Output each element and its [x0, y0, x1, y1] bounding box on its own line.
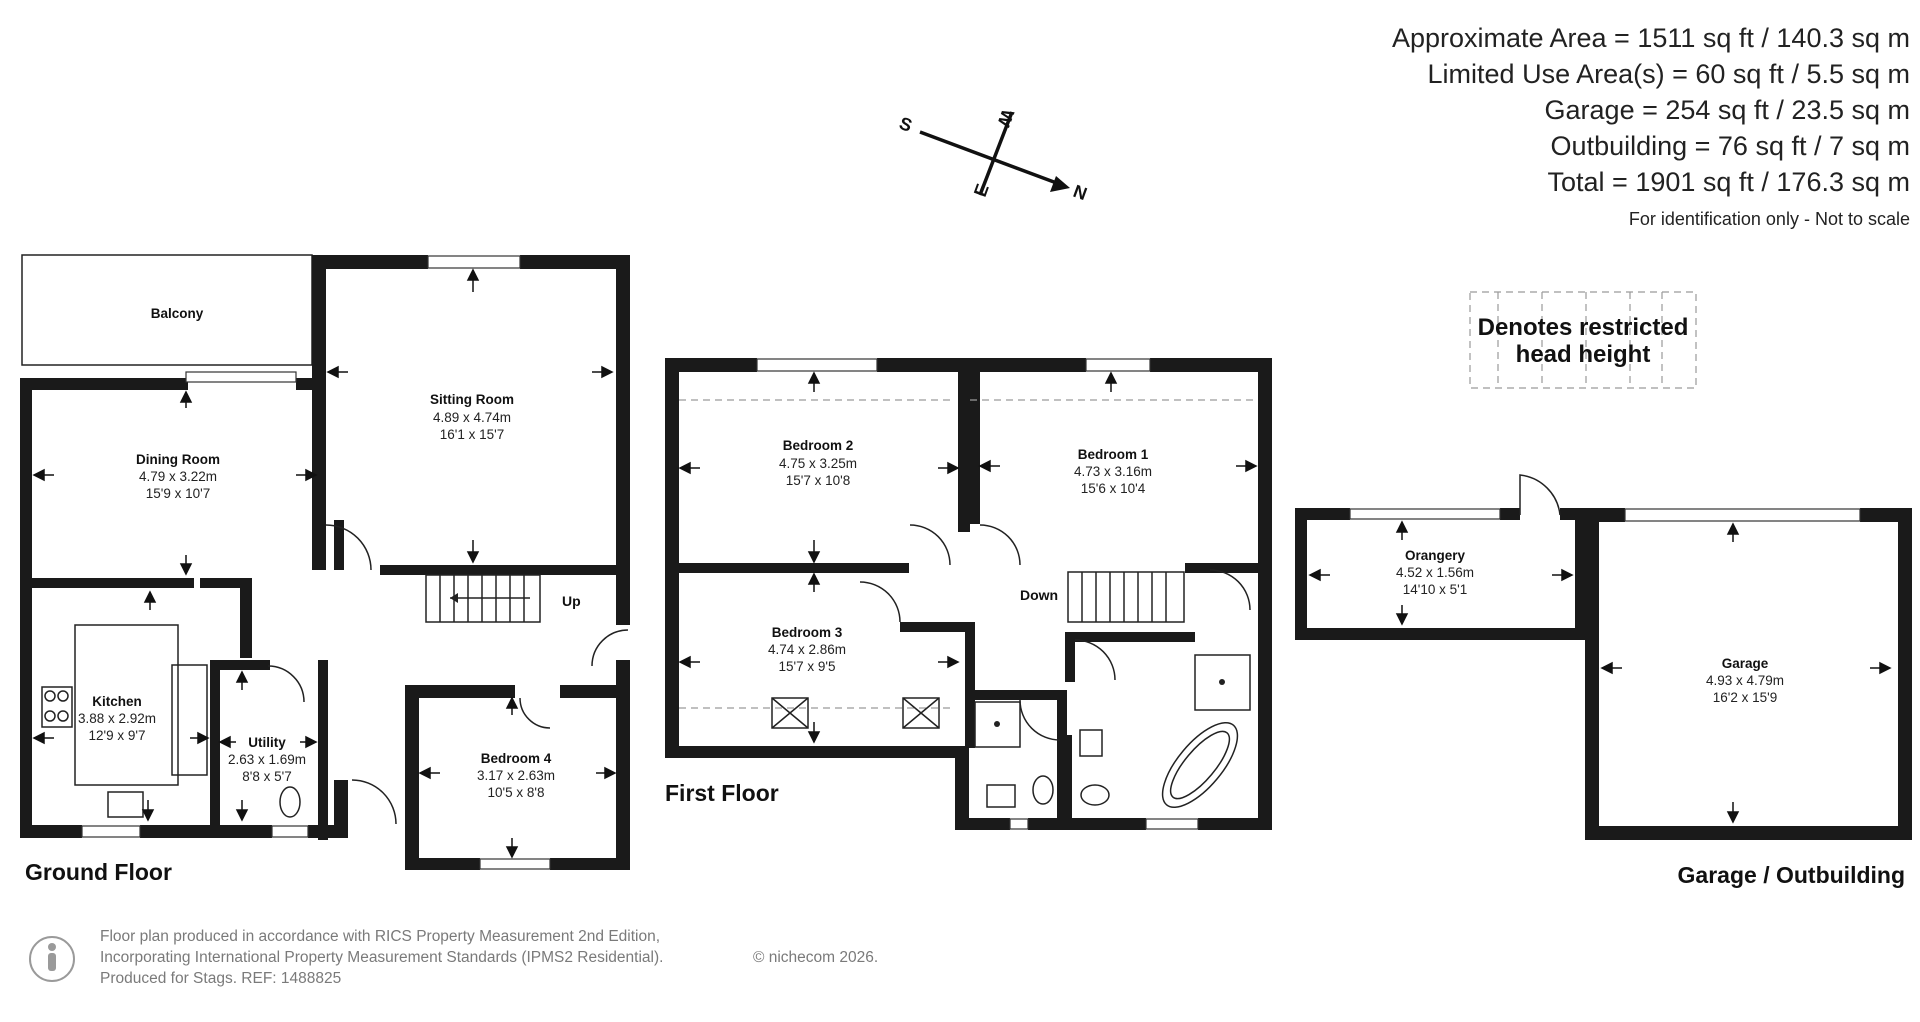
utility-toilet-icon	[279, 786, 301, 818]
garage-name: Garage	[1722, 656, 1769, 671]
kitchen-metric: 3.88 x 2.92m	[78, 711, 156, 726]
first-floor-label: First Floor	[665, 780, 779, 806]
limited-use-area: Limited Use Area(s) = 60 sq ft / 5.5 sq …	[1428, 59, 1910, 89]
shower-icon	[1194, 654, 1251, 711]
sitting-room-metric: 4.89 x 4.74m	[433, 410, 511, 425]
toilet-icon	[1080, 784, 1110, 806]
kitchen-imperial: 12'9 x 9'7	[89, 728, 146, 743]
legend-line-1: Denotes restricted	[1478, 314, 1689, 341]
compass-e: E	[970, 181, 993, 199]
compass-w: W	[993, 107, 1018, 130]
utility-metric: 2.63 x 1.69m	[228, 752, 306, 767]
stairs-down-label: Down	[1020, 587, 1058, 603]
hob-icon	[41, 686, 73, 728]
dining-room-metric: 4.79 x 3.22m	[139, 469, 217, 484]
skylight-icon	[771, 697, 809, 729]
bedroom4-metric: 3.17 x 2.63m	[477, 768, 555, 783]
bedroom1-imperial: 15'6 x 10'4	[1081, 481, 1146, 496]
outbuilding-plan: Orangery 4.52 x 1.56m 14'10 x 5'1 Garage…	[1295, 474, 1912, 888]
garage-area: Garage = 254 sq ft / 23.5 sq m	[1545, 95, 1910, 125]
garage-metric: 4.93 x 4.79m	[1706, 673, 1784, 688]
bedroom4-name: Bedroom 4	[481, 751, 552, 766]
bedroom2-name: Bedroom 2	[783, 438, 854, 453]
bedroom1-metric: 4.73 x 3.16m	[1074, 464, 1152, 479]
balcony-label: Balcony	[151, 306, 204, 321]
bedroom1-name: Bedroom 1	[1078, 447, 1149, 462]
garage-outbuilding-label: Garage / Outbuilding	[1678, 862, 1905, 888]
orangery-imperial: 14'10 x 5'1	[1403, 582, 1467, 597]
sink-icon	[107, 791, 144, 818]
bedroom3-metric: 4.74 x 2.86m	[768, 642, 846, 657]
garage-imperial: 16'2 x 15'9	[1713, 690, 1777, 705]
utility-name: Utility	[248, 735, 286, 750]
measurement-arrows	[32, 268, 1892, 859]
legend-line-2: head height	[1516, 341, 1651, 368]
compass-icon: S W E N	[897, 107, 1090, 205]
outbuilding-area: Outbuilding = 76 sq ft / 7 sq m	[1551, 131, 1910, 161]
ensuite-shower-icon	[974, 701, 1021, 748]
ground-stairs	[425, 574, 541, 623]
utility-imperial: 8'8 x 5'7	[242, 769, 291, 784]
scale-note: For identification only - Not to scale	[1629, 209, 1910, 229]
dining-window	[185, 371, 297, 383]
skylight-icon	[902, 697, 940, 729]
footer-line-3: Produced for Stags. REF: 1488825	[100, 970, 341, 987]
footer-line-2: Incorporating International Property Mea…	[100, 949, 663, 966]
person-icon	[29, 936, 75, 982]
ground-floor-plan: Up Balcony Sitting Room 4.89 x 4.74m 16'…	[20, 254, 630, 885]
footer: Floor plan produced in accordance with R…	[29, 928, 878, 987]
total-area: Total = 1901 sq ft / 176.3 sq m	[1548, 167, 1910, 197]
footer-copyright: © nichecom 2026.	[753, 949, 878, 966]
basin-icon	[1079, 729, 1103, 757]
bedroom3-name: Bedroom 3	[772, 625, 843, 640]
sitting-room-name: Sitting Room	[430, 392, 514, 407]
first-floor-plan: Down Bedroom 2 4.75 x 3.25m 15'7 x 10'8 …	[665, 358, 1272, 830]
orangery-metric: 4.52 x 1.56m	[1396, 565, 1474, 580]
bedroom2-imperial: 15'7 x 10'8	[786, 473, 850, 488]
dining-room-imperial: 15'9 x 10'7	[146, 486, 210, 501]
bedroom4-imperial: 10'5 x 8'8	[488, 785, 545, 800]
area-summary: Approximate Area = 1511 sq ft / 140.3 sq…	[1392, 23, 1910, 229]
compass-n: N	[1071, 181, 1090, 204]
compass-s: S	[897, 113, 915, 136]
orangery-name: Orangery	[1405, 548, 1466, 563]
bedroom2-metric: 4.75 x 3.25m	[779, 456, 857, 471]
approximate-area: Approximate Area = 1511 sq ft / 140.3 sq…	[1392, 23, 1910, 53]
bedroom3-imperial: 15'7 x 9'5	[779, 659, 836, 674]
stairs-up-label: Up	[562, 593, 581, 609]
ground-floor-label: Ground Floor	[25, 859, 172, 885]
restricted-height-legend: Denotes restricted head height	[1469, 291, 1697, 389]
sitting-room-imperial: 16'1 x 15'7	[440, 427, 504, 442]
first-floor-stairs	[1067, 571, 1185, 623]
kitchen-name: Kitchen	[92, 694, 142, 709]
footer-line-1: Floor plan produced in accordance with R…	[100, 928, 660, 945]
dining-room-name: Dining Room	[136, 452, 220, 467]
bath-icon	[1161, 721, 1239, 809]
